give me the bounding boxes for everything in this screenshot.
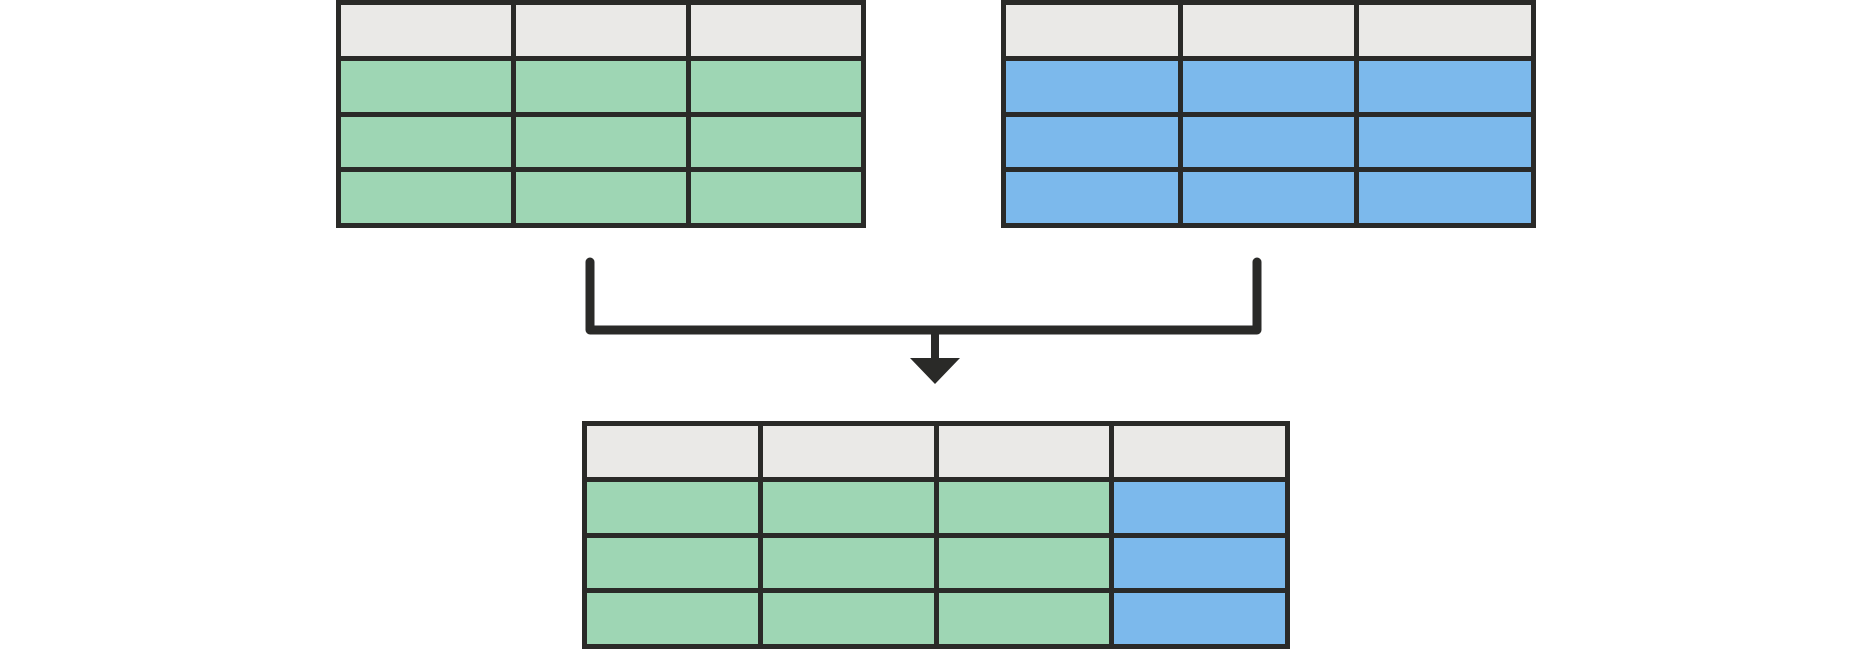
arrow-head-icon	[910, 358, 960, 384]
table-row[interactable]	[587, 537, 1285, 589]
table-cell[interactable]	[341, 116, 511, 168]
bracket-path	[585, 257, 1262, 335]
table-cell[interactable]	[1006, 116, 1178, 168]
table-cell[interactable]	[1359, 60, 1532, 112]
table-cell-joined[interactable]	[1114, 593, 1285, 644]
table-cell-joined[interactable]	[1114, 481, 1285, 533]
table-cell[interactable]	[762, 593, 934, 644]
table-row[interactable]	[341, 116, 861, 168]
table-cell[interactable]	[587, 481, 758, 533]
table-cell[interactable]	[691, 172, 861, 223]
table-header-cell	[691, 5, 861, 56]
table-header-cell	[516, 5, 686, 56]
table-header-row	[1006, 5, 1532, 56]
table-header-cell	[1359, 5, 1532, 56]
table-cell[interactable]	[762, 537, 934, 589]
table-row[interactable]	[1006, 60, 1532, 112]
table-header-cell	[1006, 5, 1178, 56]
table-cell[interactable]	[938, 481, 1110, 533]
table-cell[interactable]	[691, 60, 861, 112]
table-header-cell	[341, 5, 511, 56]
table-row[interactable]	[587, 481, 1285, 533]
table-cell[interactable]	[1182, 116, 1355, 168]
table-row[interactable]	[1006, 116, 1532, 168]
table-cell[interactable]	[587, 537, 758, 589]
table-cell[interactable]	[938, 593, 1110, 644]
result-table[interactable]	[582, 421, 1290, 649]
table-cell[interactable]	[341, 172, 511, 223]
table-cell[interactable]	[1182, 172, 1355, 223]
table-header-cell	[587, 426, 758, 477]
table-cell[interactable]	[1359, 172, 1532, 223]
table-cell[interactable]	[341, 60, 511, 112]
table-header-cell	[938, 426, 1110, 477]
table-cell[interactable]	[587, 593, 758, 644]
table-cell-joined[interactable]	[1114, 537, 1285, 589]
table-row[interactable]	[341, 172, 861, 223]
table-cell[interactable]	[1006, 60, 1178, 112]
table-cell[interactable]	[516, 60, 686, 112]
table-cell[interactable]	[1182, 60, 1355, 112]
table-cell[interactable]	[691, 116, 861, 168]
table-row[interactable]	[1006, 172, 1532, 223]
table-header-cell	[762, 426, 934, 477]
table-cell[interactable]	[762, 481, 934, 533]
table-header-row	[587, 426, 1285, 477]
table-row[interactable]	[341, 60, 861, 112]
table-header-row	[341, 5, 861, 56]
table-header-cell	[1182, 5, 1355, 56]
table-cell[interactable]	[938, 537, 1110, 589]
table-cell[interactable]	[516, 116, 686, 168]
table-row[interactable]	[587, 593, 1285, 644]
table-header-cell	[1114, 426, 1285, 477]
table-cell[interactable]	[1359, 116, 1532, 168]
left-source-table[interactable]	[336, 0, 866, 228]
table-cell[interactable]	[516, 172, 686, 223]
table-cell[interactable]	[1006, 172, 1178, 223]
right-source-table[interactable]	[1001, 0, 1536, 228]
